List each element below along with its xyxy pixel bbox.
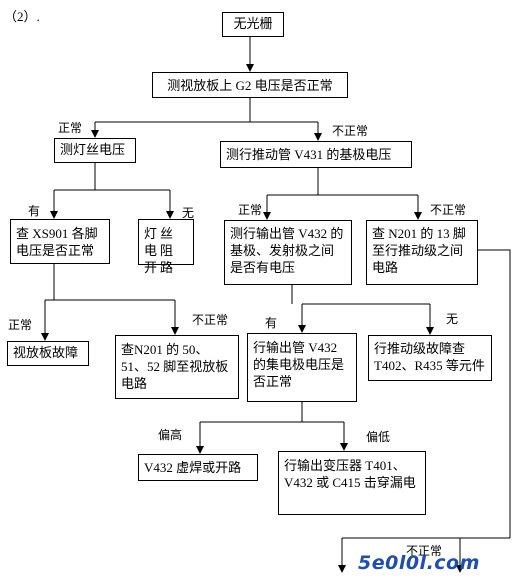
label-yes-xs901: 有: [28, 204, 41, 218]
label-normal-v432: 正常: [238, 203, 263, 217]
edge-v432c-split: [200, 402, 344, 423]
node-filament: 测灯丝电压: [54, 138, 136, 163]
edge-v431-split: [267, 168, 418, 196]
edge-filament-split: [54, 162, 170, 191]
node-n201-pins: 查N201 的 50、51、52 脚至视放板电路: [115, 335, 239, 399]
node-v432-be: 测行输出管 V432 的基极、发射极之间是否有电压: [224, 220, 352, 285]
section-label: （2）.: [4, 9, 40, 24]
label-normal-filament: 正常: [58, 121, 83, 135]
node-n201-13: 查 N201 的 13 脚至行推动级之间电路: [366, 220, 478, 285]
node-v431: 测行推动管 V431 的基极电压: [220, 141, 412, 168]
node-flyback: 行输出变压器 T401、V432 或 C415 击穿漏电: [278, 451, 426, 515]
label-abnormal-n201-pins: 不正常: [192, 313, 229, 327]
node-check-g2: 测视放板上 G2 电压是否正常: [152, 72, 348, 98]
label-abnormal-v431: 不正常: [332, 124, 369, 138]
site-watermark: 5e0l0l.com: [358, 552, 480, 574]
edge-v432be-split: [291, 285, 430, 305]
node-driver-fault: 行推动级故障查 T402、R435 等元件: [368, 335, 492, 381]
node-v432-c: 行输出管 V432 的集电极电压是否正常: [247, 333, 357, 402]
node-filament-open: 灯丝电阻开路: [138, 219, 194, 275]
label-no-filament: 无: [182, 206, 195, 220]
label-abnormal-continue: 不正常: [406, 544, 443, 558]
node-xs901: 查 XS901 各脚电压是否正常: [10, 219, 110, 264]
edge-xs901-split: [45, 264, 175, 301]
label-no-driver: 无: [446, 312, 459, 326]
node-v432-open: V432 虚焊或开路: [138, 454, 258, 481]
node-no-raster: 无光栅: [222, 12, 284, 37]
label-high: 偏高: [158, 428, 183, 442]
edge-n201-continue: [478, 249, 511, 538]
edge-g2-split: [95, 98, 318, 123]
node-video-fault: 视放板故障: [7, 341, 89, 366]
label-low: 偏低: [366, 430, 391, 444]
label-normal-video: 正常: [8, 318, 33, 332]
label-abnormal-n201: 不正常: [430, 203, 467, 217]
label-yes-v432c: 有: [265, 316, 278, 330]
